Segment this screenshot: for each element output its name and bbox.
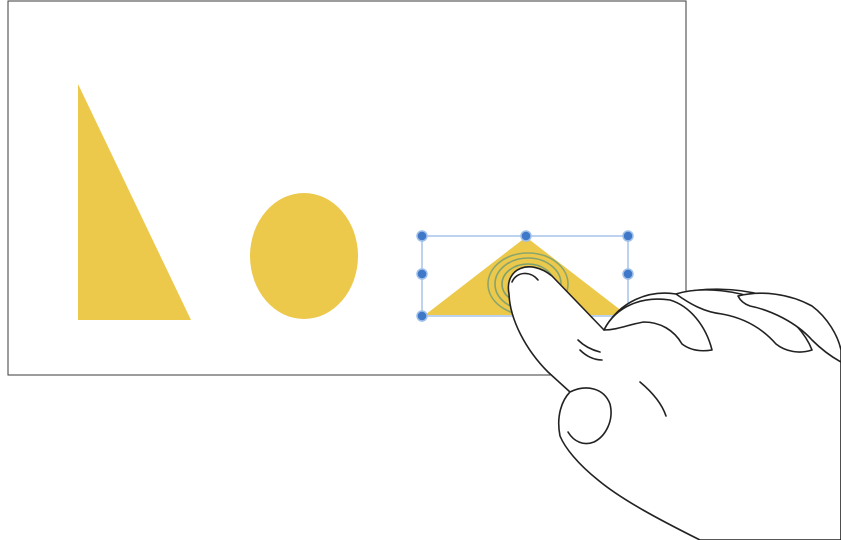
selection-handle-middle-right[interactable]: [623, 269, 633, 279]
ellipse-shape[interactable]: [250, 193, 358, 319]
selection-handle-top-left[interactable]: [417, 231, 427, 241]
selection-handle-bottom-left[interactable]: [417, 311, 427, 321]
selection-handle-top-center[interactable]: [521, 231, 531, 241]
selection-handle-top-right[interactable]: [623, 231, 633, 241]
pointing-hand-icon: [508, 267, 841, 540]
selection-handle-middle-left[interactable]: [417, 269, 427, 279]
